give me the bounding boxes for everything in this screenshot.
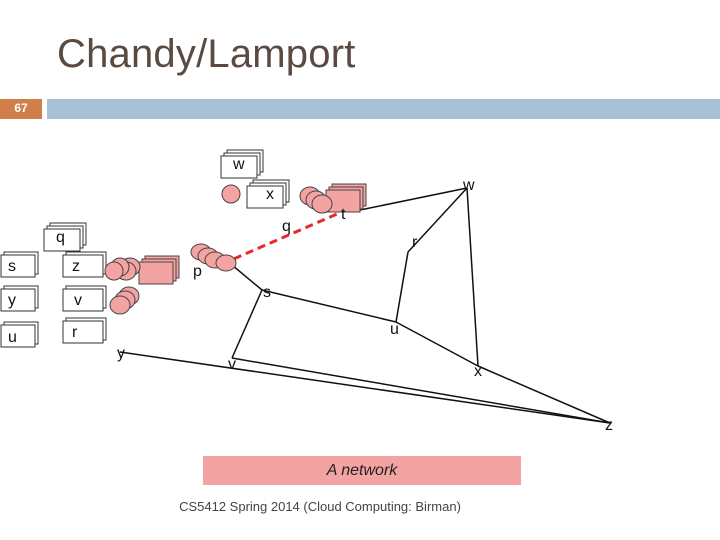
queue-label-q: q	[56, 229, 65, 246]
queue-label-w: w	[232, 156, 245, 173]
node-label-t: t	[341, 206, 346, 223]
node-label-r: r	[412, 234, 418, 251]
queue-z	[63, 252, 106, 277]
pink-blobs	[105, 185, 332, 314]
node-label-x: x	[474, 363, 482, 380]
edge-r-u	[396, 252, 408, 322]
edge-x-z	[478, 366, 610, 423]
queue-label-v: v	[74, 292, 82, 309]
marker-edge	[222, 214, 337, 264]
blob-a	[222, 185, 240, 203]
node-label-s: s	[263, 284, 271, 301]
edge-w-x	[467, 188, 478, 366]
edge-y-z	[120, 352, 610, 423]
queue-s	[1, 252, 38, 277]
queue-q	[44, 223, 86, 251]
network-edges	[120, 188, 610, 423]
queue-label-y: y	[8, 292, 16, 309]
queue-label-u: u	[8, 329, 17, 346]
queue-y	[1, 286, 38, 311]
node-label-p: p	[193, 263, 202, 280]
node-label-v: v	[228, 356, 236, 373]
queue-stacks	[1, 150, 289, 347]
queue-label-r: r	[72, 324, 78, 341]
edge-s-v	[232, 290, 262, 358]
edge-p-s	[232, 265, 262, 290]
node-label-q: q	[282, 218, 291, 235]
network-caption: A network	[203, 456, 521, 485]
queue-label-z: z	[72, 258, 80, 275]
node-label-z: z	[605, 417, 613, 434]
edge-w-t	[360, 188, 467, 210]
pink-stack-center	[139, 256, 179, 284]
pink-stack-right	[326, 184, 366, 212]
node-labels: w t q r p s u y v x z	[117, 177, 613, 434]
node-label-w: w	[462, 177, 475, 194]
slide-footer: CS5412 Spring 2014 (Cloud Computing: Bir…	[160, 499, 480, 514]
queue-v	[63, 286, 106, 311]
queue-label-s: s	[8, 258, 16, 275]
edge-s-u	[262, 290, 396, 322]
queue-label-x: x	[266, 186, 274, 203]
queue-u	[1, 322, 38, 347]
edge-v-z	[232, 358, 610, 423]
node-label-u: u	[390, 321, 399, 338]
queue-r	[63, 318, 106, 343]
node-label-y: y	[117, 345, 125, 362]
edge-u-x	[396, 322, 478, 366]
